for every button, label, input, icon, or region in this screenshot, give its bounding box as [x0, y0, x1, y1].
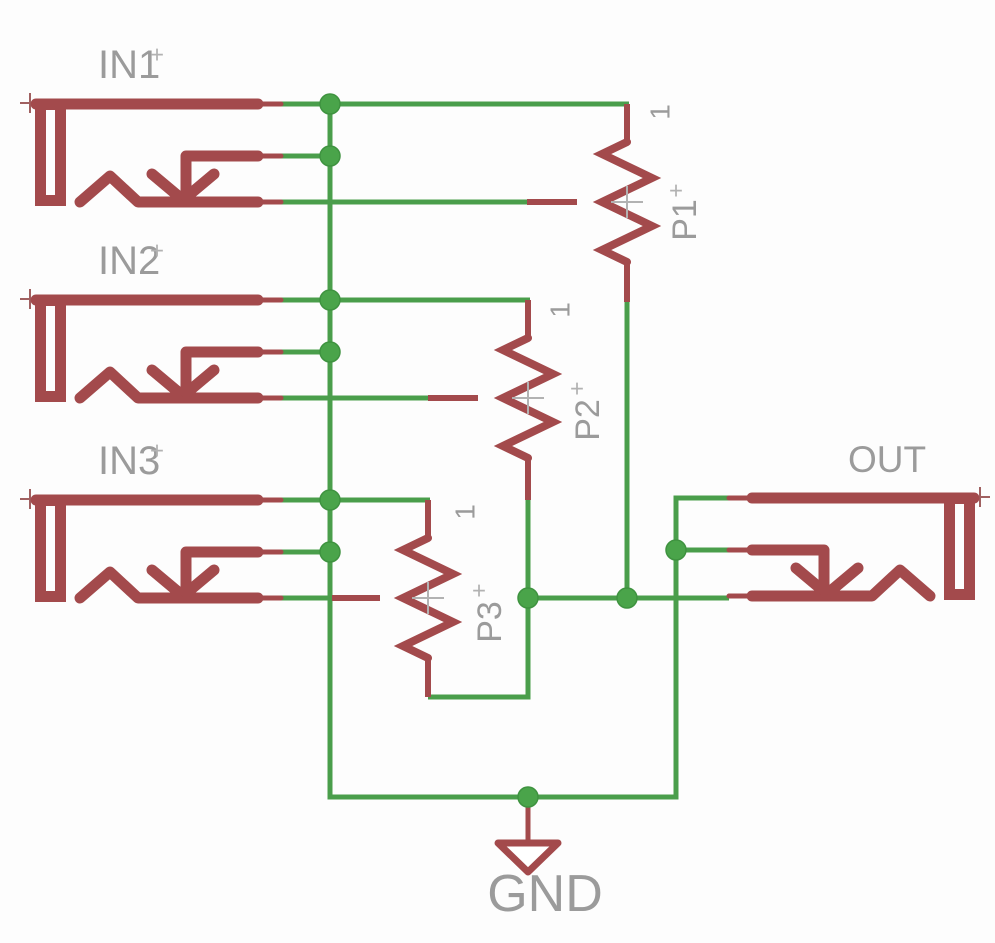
- in3-plus-mark: +: [150, 438, 164, 465]
- jack-in1: [20, 93, 281, 202]
- pot-p2-resistor-zigzag: [493, 334, 563, 462]
- pot-p1: 1 P1 +: [527, 104, 704, 302]
- junction-dot: [517, 587, 539, 609]
- pot-p1-resistor-zigzag: [592, 138, 662, 266]
- pot-p3-plus-mark: +: [472, 578, 486, 605]
- gnd-label: GND: [487, 865, 603, 923]
- pot-p3-name-label: P3: [471, 601, 509, 643]
- junction-dot: [665, 539, 687, 561]
- in3-label: IN3: [98, 439, 160, 483]
- wire-ground-bus: [327, 104, 729, 800]
- junction-dots: [319, 93, 687, 808]
- junction-dot: [616, 587, 638, 609]
- junction-dot: [517, 786, 539, 808]
- junction-dot: [319, 341, 341, 363]
- junction-dot: [319, 489, 341, 511]
- junction-dot: [319, 289, 341, 311]
- out-label: OUT: [848, 439, 926, 480]
- in2-plus-mark: +: [150, 238, 164, 265]
- pot-p3-center-cross-icon: [412, 582, 444, 614]
- pot-p1-name-label: P1: [666, 199, 704, 241]
- net-labels: IN1 + IN2 + IN3 + OUT: [98, 42, 926, 484]
- junction-dot: [319, 93, 341, 115]
- jack-in2: [20, 289, 281, 398]
- jack-in3: [20, 489, 281, 598]
- wire-p3-bottom-to-sum: [428, 598, 531, 700]
- junction-dot: [319, 145, 341, 167]
- in1-plus-mark: +: [150, 42, 164, 69]
- jack-out: [729, 487, 990, 596]
- pot-p3: 1 P3 +: [332, 500, 509, 697]
- pot-p1-pin1-label: 1: [645, 104, 676, 120]
- pot-p2-pin1-label: 1: [545, 302, 576, 318]
- pot-p2-center-cross-icon: [512, 382, 544, 414]
- wires: [281, 101, 729, 800]
- pot-p2: 1 P2 +: [428, 300, 607, 500]
- pot-p1-center-cross-icon: [611, 186, 643, 218]
- pot-p3-resistor-zigzag: [393, 534, 463, 662]
- in1-label: IN1: [98, 43, 160, 87]
- in2-label: IN2: [98, 239, 160, 283]
- gnd-triangle-icon: [494, 839, 562, 876]
- pot-p1-plus-mark: +: [669, 178, 683, 205]
- junction-dot: [319, 541, 341, 563]
- gnd-symbol: GND: [487, 794, 603, 923]
- pot-p2-name-label: P2: [569, 399, 607, 441]
- pot-p3-pin1-label: 1: [450, 504, 481, 520]
- pot-p2-plus-mark: +: [570, 376, 584, 403]
